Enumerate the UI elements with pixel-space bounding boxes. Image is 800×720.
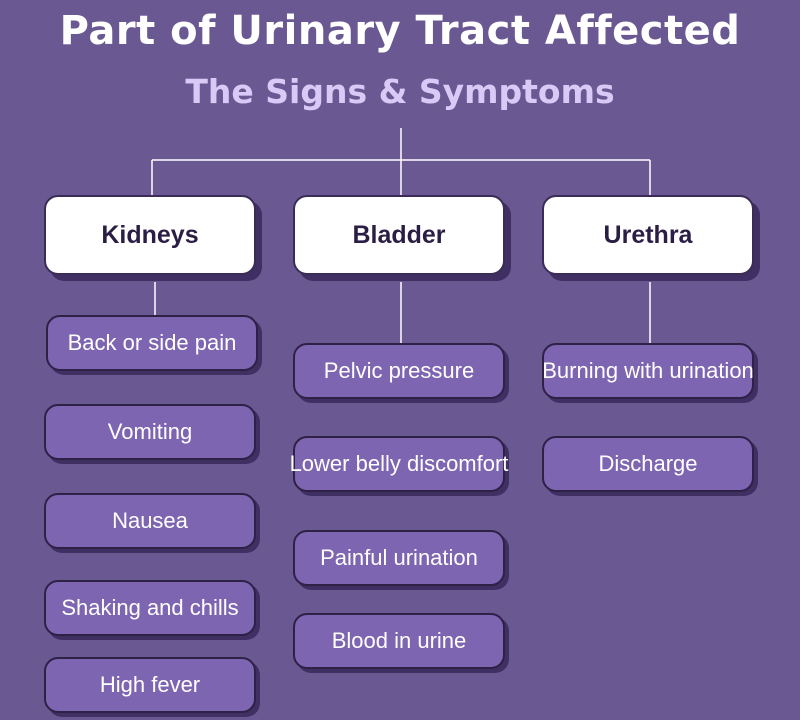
symptom-label: Nausea xyxy=(112,508,188,533)
category-label: Kidneys xyxy=(101,220,199,249)
symptom-box: Pelvic pressure xyxy=(293,343,505,399)
symptom-label: Blood in urine xyxy=(331,628,467,653)
symptom-label: Shaking and chills xyxy=(61,595,239,620)
category-urethra: Urethra xyxy=(542,195,754,275)
category-label: Urethra xyxy=(603,220,693,249)
symptom-label: Painful urination xyxy=(320,545,478,570)
symptom-box: Lower belly discomfort xyxy=(290,436,508,492)
symptom-label: Pelvic pressure xyxy=(323,358,475,383)
symptom-label: Back or side pain xyxy=(67,330,237,355)
symptom-box: Discharge xyxy=(542,436,754,492)
symptom-label: Lower belly discomfort xyxy=(289,451,509,476)
symptom-box: Blood in urine xyxy=(293,613,505,669)
category-kidneys: Kidneys xyxy=(44,195,256,275)
symptom-label: High fever xyxy=(99,672,201,697)
symptom-label: Vomiting xyxy=(107,419,193,444)
symptom-box: Shaking and chills xyxy=(44,580,256,636)
page-title: Part of Urinary Tract Affected xyxy=(59,8,741,54)
symptom-box: Nausea xyxy=(44,493,256,549)
category-label: Bladder xyxy=(352,220,446,249)
category-bladder: Bladder xyxy=(293,195,505,275)
page-subtitle: The Signs & Symptoms xyxy=(185,72,615,111)
symptom-box: Vomiting xyxy=(44,404,256,460)
symptom-label: Burning with urination xyxy=(542,358,754,383)
symptom-box: Painful urination xyxy=(293,530,505,586)
symptom-box: Back or side pain xyxy=(46,315,258,371)
symptom-box: Burning with urination xyxy=(542,343,754,399)
symptom-box: High fever xyxy=(44,657,256,713)
symptom-label: Discharge xyxy=(598,451,698,476)
